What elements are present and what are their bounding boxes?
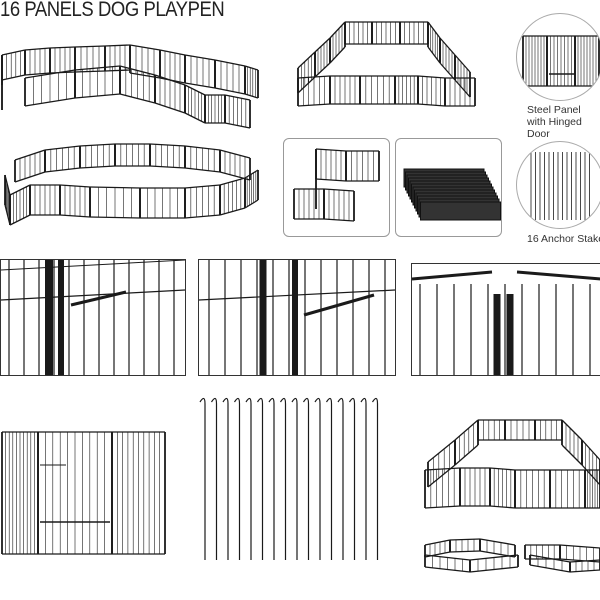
panel-joint-closeup (411, 263, 600, 376)
anchor-stake (210, 397, 218, 560)
configuration-thumbnail (283, 138, 390, 237)
anchor-stake (348, 397, 356, 560)
product-title: 16 PANELS DOG PLAYPEN (0, 0, 225, 21)
anchor-stake (222, 397, 229, 560)
anchor-stake (314, 397, 321, 560)
anchor-stake (233, 397, 241, 560)
anchor-stake (302, 397, 310, 560)
door-detail-circle (516, 13, 600, 101)
anchor-stake (245, 397, 252, 560)
anchor-stake (199, 397, 206, 560)
stakes-caption: 16 Anchor Stakes (527, 233, 600, 245)
anchor-stake (371, 397, 379, 560)
anchor-stake (256, 397, 264, 560)
latch-closeup-2 (198, 259, 396, 376)
folded-panels-thumbnail (395, 138, 502, 237)
anchor-stake (337, 397, 344, 560)
anchor-stake (279, 397, 287, 560)
door-caption: Steel Panel with Hinged Door (527, 104, 582, 140)
anchor-stake (325, 397, 333, 560)
anchor-stake (268, 397, 275, 560)
stakes-detail-circle (516, 141, 600, 229)
anchor-stake (291, 397, 298, 560)
anchor-stake (360, 397, 367, 560)
latch-closeup-1 (0, 259, 186, 376)
